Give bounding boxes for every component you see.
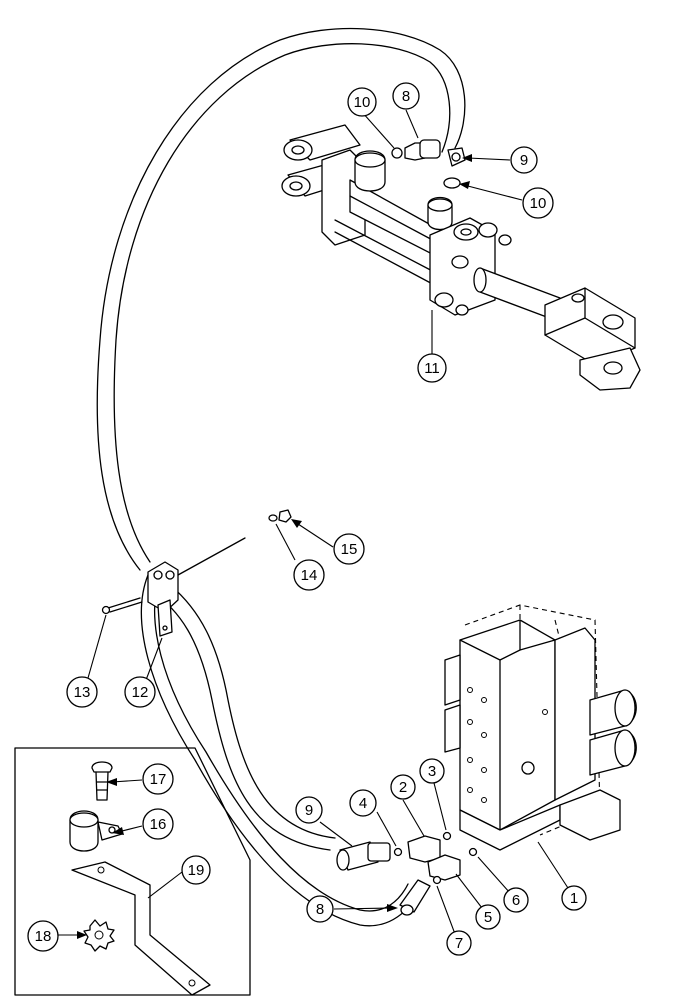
svg-text:3: 3 xyxy=(428,763,436,780)
callout-16: 16 xyxy=(142,808,174,840)
callout-19: 19 xyxy=(181,855,211,885)
svg-text:17: 17 xyxy=(150,771,167,788)
nut-and-washer xyxy=(268,509,292,523)
svg-text:5: 5 xyxy=(484,909,492,926)
svg-text:8: 8 xyxy=(402,88,410,105)
hydraulic-cylinder xyxy=(281,124,641,391)
callout-17: 17 xyxy=(142,763,174,795)
callout-10-top: 10 xyxy=(347,87,377,117)
svg-text:16: 16 xyxy=(150,816,167,833)
callout-8-top: 8 xyxy=(392,82,420,110)
svg-text:12: 12 xyxy=(132,684,149,701)
callout-12: 12 xyxy=(124,676,156,708)
detail-inset xyxy=(14,747,251,996)
svg-text:8: 8 xyxy=(316,901,324,918)
callout-leaders xyxy=(58,109,569,943)
svg-text:9: 9 xyxy=(520,152,528,169)
callout-10-right: 10 xyxy=(522,187,554,219)
svg-text:11: 11 xyxy=(424,360,440,377)
svg-text:6: 6 xyxy=(512,892,520,909)
svg-text:18: 18 xyxy=(35,928,52,945)
svg-text:2: 2 xyxy=(399,779,407,796)
callout-8-bottom: 8 xyxy=(306,895,334,923)
svg-text:14: 14 xyxy=(301,567,318,584)
callout-9-top: 9 xyxy=(510,146,538,174)
callout-5: 5 xyxy=(475,904,501,930)
svg-text:15: 15 xyxy=(341,541,358,558)
callout-7: 7 xyxy=(446,930,472,956)
svg-text:13: 13 xyxy=(74,684,91,701)
callout-4: 4 xyxy=(349,789,377,817)
control-valve xyxy=(444,604,637,851)
callout-3: 3 xyxy=(419,758,445,784)
hose-clamp xyxy=(101,537,246,637)
callout-9-bottom: 9 xyxy=(295,796,323,824)
valve-fittings xyxy=(336,831,478,916)
callout-18: 18 xyxy=(27,920,59,952)
callout-14: 14 xyxy=(293,559,325,591)
callout-1: 1 xyxy=(561,885,587,911)
callout-11: 11 xyxy=(417,353,447,383)
svg-text:7: 7 xyxy=(455,935,463,952)
svg-text:19: 19 xyxy=(188,862,205,879)
hydraulic-hose xyxy=(96,27,466,927)
callout-13: 13 xyxy=(66,676,98,708)
svg-text:1: 1 xyxy=(570,890,578,907)
cylinder-fittings xyxy=(391,139,466,189)
callout-6: 6 xyxy=(503,887,529,913)
svg-text:9: 9 xyxy=(305,802,313,819)
svg-text:10: 10 xyxy=(354,94,371,111)
svg-text:10: 10 xyxy=(530,195,547,212)
callout-2: 2 xyxy=(390,774,416,800)
svg-text:4: 4 xyxy=(359,795,367,812)
callout-15: 15 xyxy=(333,533,365,565)
